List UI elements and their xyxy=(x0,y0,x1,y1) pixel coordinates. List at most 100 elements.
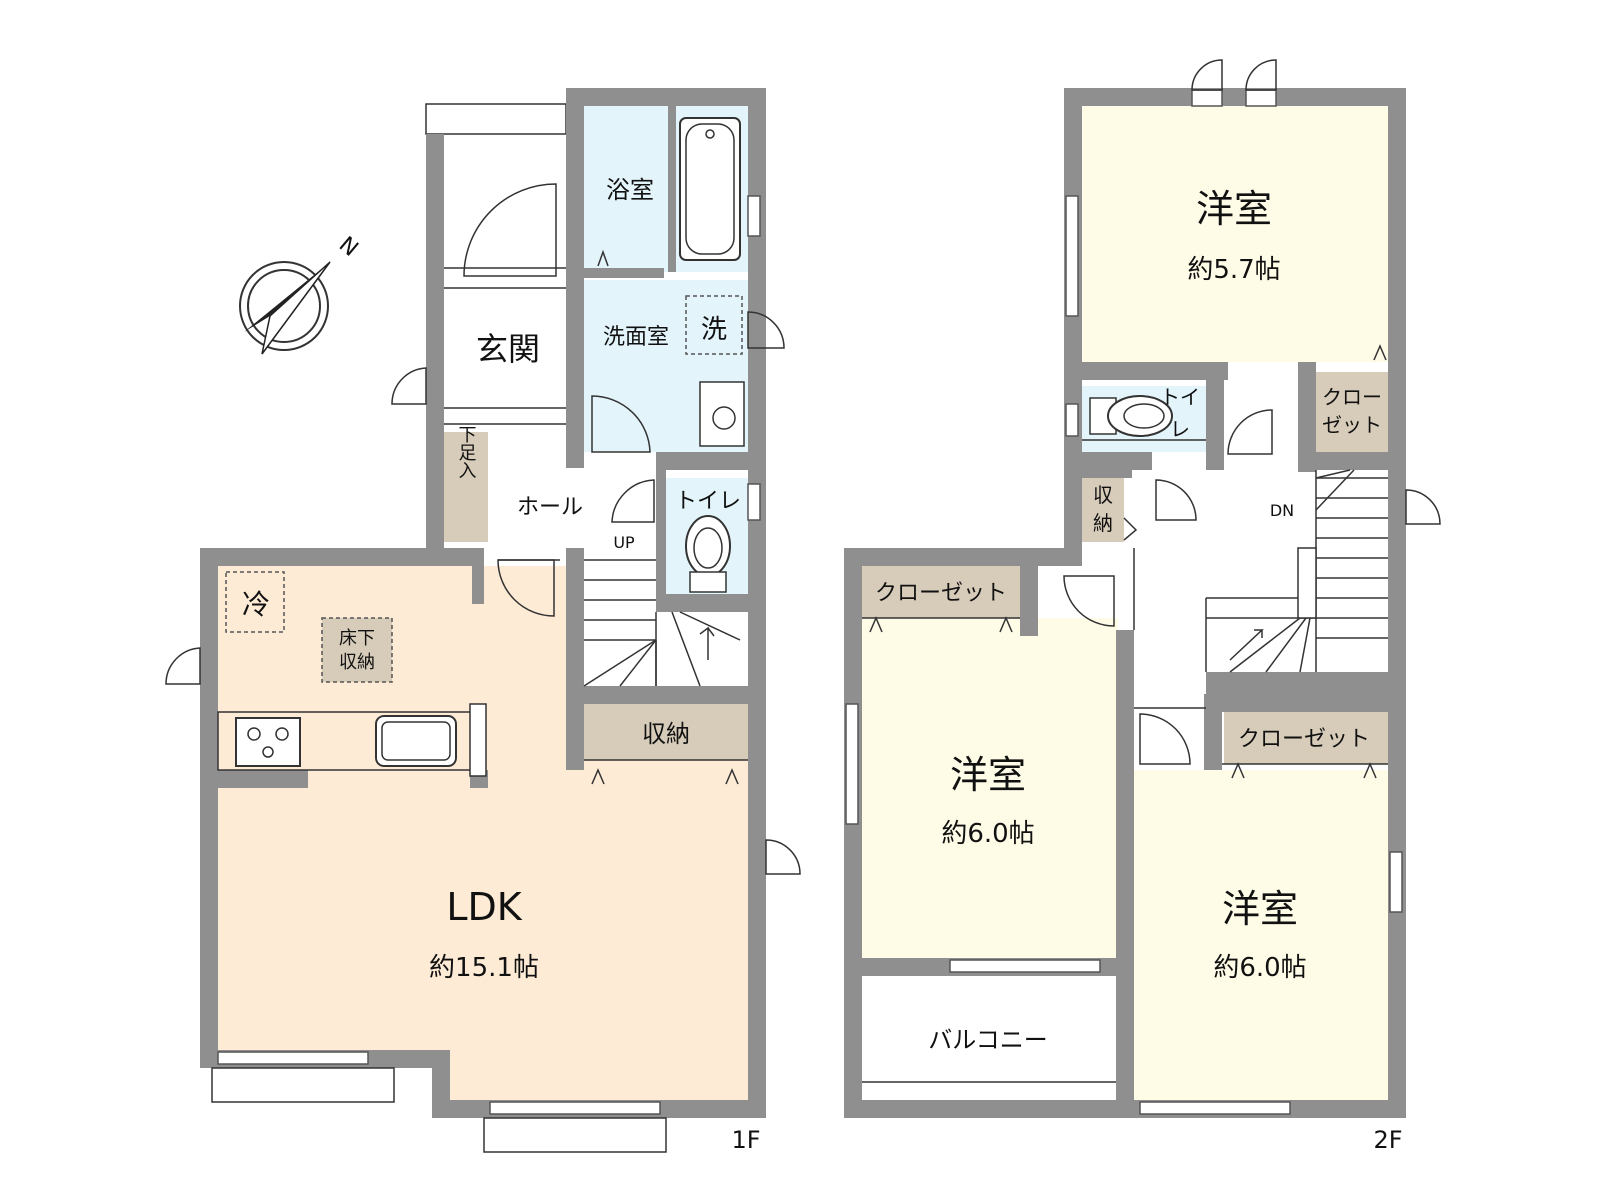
ldk-door[interactable] xyxy=(497,559,555,617)
shoe-storage-label: 下足入 xyxy=(456,425,477,479)
bedroom-right-label: 洋室 xyxy=(1222,887,1298,931)
washer-label: 洗 xyxy=(701,315,727,345)
floor-2f: 洋室 約5.7帖 クロー ゼット トイ レ 収 納 DN クローゼット 洋室 約… xyxy=(844,59,1441,1154)
compass-icon: N xyxy=(239,232,363,355)
closet-door-marker xyxy=(1373,344,1387,361)
toilet-door[interactable] xyxy=(611,479,655,523)
wall xyxy=(1082,470,1132,478)
storage-area xyxy=(584,704,748,760)
wall xyxy=(472,548,484,604)
wall xyxy=(1116,630,1134,1100)
bedroom-right-area xyxy=(1134,770,1388,1100)
wall xyxy=(1064,88,1406,106)
sink-bowl xyxy=(381,721,451,761)
window xyxy=(845,703,859,825)
side-door[interactable] xyxy=(765,839,801,875)
toilet-icon xyxy=(685,515,731,577)
wall xyxy=(426,134,444,549)
burner-icon xyxy=(262,746,274,758)
wall xyxy=(656,452,748,470)
entrance-door[interactable] xyxy=(463,183,557,277)
closet-small-label-2: ゼット xyxy=(1322,413,1382,437)
closet-small-area xyxy=(1316,372,1388,452)
bedroom-left-door[interactable] xyxy=(1063,575,1115,627)
burner-icon xyxy=(247,727,261,741)
storage-door-marker xyxy=(725,768,739,785)
washroom-label: 洗面室 xyxy=(603,325,669,350)
window xyxy=(1389,851,1403,913)
underfloor-label-1: 床下 xyxy=(339,628,375,649)
bedroom-top-size-label: 約5.7帖 xyxy=(1187,255,1280,285)
wall xyxy=(566,548,584,770)
balcony-label: バルコニー xyxy=(928,1026,1048,1054)
porch-step xyxy=(425,103,567,135)
balcony-area xyxy=(862,976,1116,1100)
wash-basin-icon xyxy=(699,381,745,447)
shoe-storage-area xyxy=(444,432,488,542)
toilet-tank xyxy=(689,571,727,593)
toilet-2f-door[interactable] xyxy=(1155,479,1197,521)
bedroom-top-label: 洋室 xyxy=(1196,187,1272,231)
bedroom-right-door[interactable] xyxy=(1139,713,1191,765)
closet-door-marker xyxy=(869,616,883,633)
wall xyxy=(1082,362,1228,380)
window xyxy=(217,1051,369,1065)
window xyxy=(1139,1101,1291,1115)
wall xyxy=(566,88,766,106)
drain-icon xyxy=(705,129,715,139)
side-door[interactable] xyxy=(747,311,785,349)
wall xyxy=(1206,672,1388,694)
exterior-step xyxy=(483,1117,667,1153)
side-door[interactable] xyxy=(1405,489,1441,525)
closet-left-area xyxy=(862,566,1020,618)
wall xyxy=(1064,88,1082,548)
wall xyxy=(218,770,308,788)
closet-door-marker xyxy=(1231,762,1245,779)
closet-right-area xyxy=(1224,712,1388,764)
stairs-2f xyxy=(1205,469,1388,673)
hall-label: ホール xyxy=(517,495,583,520)
stairs-down-label: DN xyxy=(1270,501,1294,520)
closet-right-label: クローゼット xyxy=(1238,727,1370,752)
bedroom-left-size-label: 約6.0帖 xyxy=(941,819,1034,849)
wall xyxy=(1298,362,1316,472)
window xyxy=(1065,403,1079,437)
floor-1f: 浴室 洗面室 洗 玄関 ホール UP トイレ 冷 床下 収納 収納 LDK 約1… xyxy=(165,88,801,1154)
exterior-step xyxy=(211,1067,395,1103)
wall xyxy=(844,548,862,1118)
storage-2f-label-1: 収 xyxy=(1093,483,1113,507)
storage-2f-label-2: 納 xyxy=(1093,511,1113,535)
side-door[interactable] xyxy=(391,367,427,405)
bedroom-right-size-label: 約6.0帖 xyxy=(1213,953,1306,983)
window xyxy=(1191,89,1223,107)
bathtub-icon xyxy=(679,117,741,261)
wall xyxy=(844,1100,1406,1118)
wall xyxy=(584,686,748,704)
wall xyxy=(1082,452,1152,470)
stairs-up-label: UP xyxy=(613,533,635,552)
toilet-label: トイレ xyxy=(675,489,741,514)
underfloor-label-2: 収納 xyxy=(339,652,375,673)
floor-2f-label: 2F xyxy=(1373,1126,1402,1154)
floor-1f-label: 1F xyxy=(731,1126,760,1154)
storage-label: 収納 xyxy=(642,720,690,748)
wall xyxy=(200,548,218,1068)
washroom-door[interactable] xyxy=(591,395,651,453)
wall xyxy=(668,106,676,272)
toilet-2f-seat xyxy=(1123,403,1165,429)
ldk-label: LDK xyxy=(446,885,522,929)
wall xyxy=(200,548,480,566)
storage-2f-area xyxy=(1082,476,1124,542)
toilet-2f-label-1: トイ xyxy=(1160,385,1200,409)
closet-door-marker xyxy=(999,616,1013,633)
closet-small-label-1: クロー xyxy=(1322,385,1382,409)
ldk-area-extension xyxy=(450,1050,748,1100)
wall xyxy=(748,88,766,1118)
entrance-label: 玄関 xyxy=(476,330,540,368)
window xyxy=(747,195,761,237)
bedroom-top-door[interactable] xyxy=(1227,409,1273,455)
wall xyxy=(566,88,584,468)
bedroom-left-label: 洋室 xyxy=(950,753,1026,797)
ldk-size-label: 約15.1帖 xyxy=(429,953,539,983)
side-door[interactable] xyxy=(165,647,201,685)
